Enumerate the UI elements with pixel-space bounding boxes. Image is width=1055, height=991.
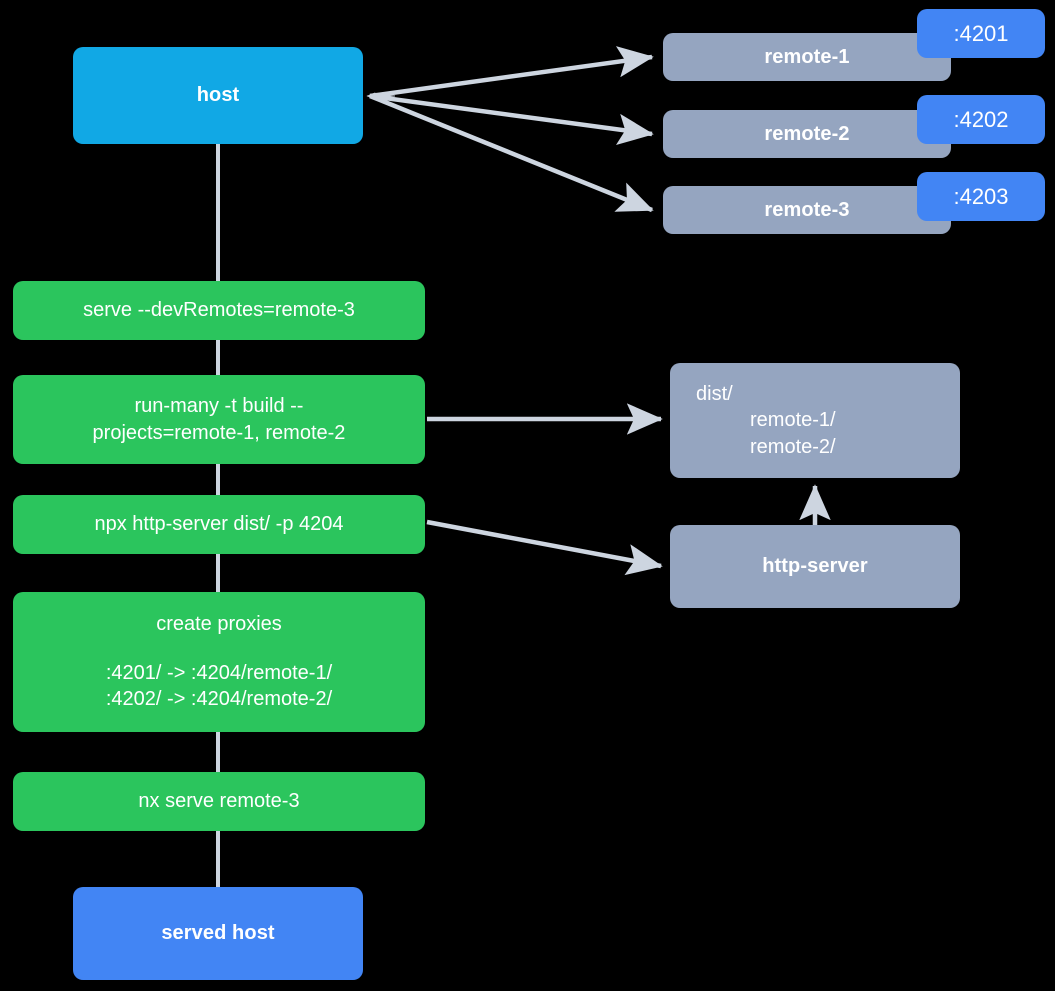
node-http-server-label: http-server (762, 555, 868, 578)
badge-port-remote-1-label: :4201 (953, 20, 1009, 46)
command-run-many-build[interactable]: run-many -t build -- projects=remote-1, … (13, 375, 425, 464)
badge-port-remote-1[interactable]: :4201 (917, 9, 1045, 58)
connector-npx-to-proxies (216, 548, 220, 598)
command-nx-serve-remote-3[interactable]: nx serve remote-3 (13, 772, 425, 831)
badge-port-remote-3[interactable]: :4203 (917, 172, 1045, 221)
edge-host-to-remote-3 (369, 93, 654, 213)
node-served-host-label: served host (161, 922, 275, 945)
command-nx-serve-remote-3-label: nx serve remote-3 (138, 790, 300, 813)
connector-nxserve-to-servedhost (216, 828, 220, 892)
node-dist[interactable]: dist/ remote-1/ remote-2/ (670, 363, 960, 478)
node-dist-child-2: remote-2/ (750, 435, 836, 458)
node-http-server[interactable]: http-server (670, 525, 960, 608)
badge-port-remote-3-label: :4203 (953, 183, 1009, 209)
edge-host-to-remote-2 (369, 93, 654, 146)
node-host[interactable]: host (73, 47, 363, 144)
badge-port-remote-2[interactable]: :4202 (917, 95, 1045, 144)
node-remote-1-label: remote-1 (764, 45, 850, 68)
node-dist-child-1: remote-1/ (750, 409, 836, 432)
edge-host-to-remote-1 (369, 46, 654, 99)
node-host-label: host (196, 84, 240, 107)
command-create-proxies[interactable]: create proxies :4201/ -> :4204/remote-1/… (13, 592, 425, 732)
command-create-proxies-detail-1: :4201/ -> :4204/remote-1/ (105, 661, 333, 684)
command-create-proxies-detail-2: :4202/ -> :4204/remote-2/ (105, 688, 333, 711)
node-remote-1[interactable]: remote-1 (663, 33, 951, 81)
command-create-proxies-label: create proxies (156, 613, 282, 636)
node-remote-3[interactable]: remote-3 (663, 186, 951, 234)
connector-runmany-to-npx (216, 452, 220, 502)
node-remote-2[interactable]: remote-2 (663, 110, 951, 158)
command-serve-dev-remotes[interactable]: serve --devRemotes=remote-3 (13, 281, 425, 340)
connector-serve-to-runmany (216, 336, 220, 384)
connector-host-to-serve (216, 140, 220, 288)
command-run-many-build-label: run-many -t build -- projects=remote-1, … (92, 395, 346, 444)
node-remote-2-label: remote-2 (764, 122, 850, 145)
command-serve-dev-remotes-label: serve --devRemotes=remote-3 (83, 299, 355, 322)
node-dist-root: dist/ (696, 382, 733, 405)
connector-proxies-to-nxserve (216, 724, 220, 774)
badge-port-remote-2-label: :4202 (953, 106, 1009, 132)
command-npx-http-server[interactable]: npx http-server dist/ -p 4204 (13, 495, 425, 554)
node-remote-3-label: remote-3 (764, 198, 850, 221)
command-npx-http-server-label: npx http-server dist/ -p 4204 (94, 513, 344, 536)
edge-npx-to-http-server (426, 519, 663, 576)
node-served-host[interactable]: served host (73, 887, 363, 980)
